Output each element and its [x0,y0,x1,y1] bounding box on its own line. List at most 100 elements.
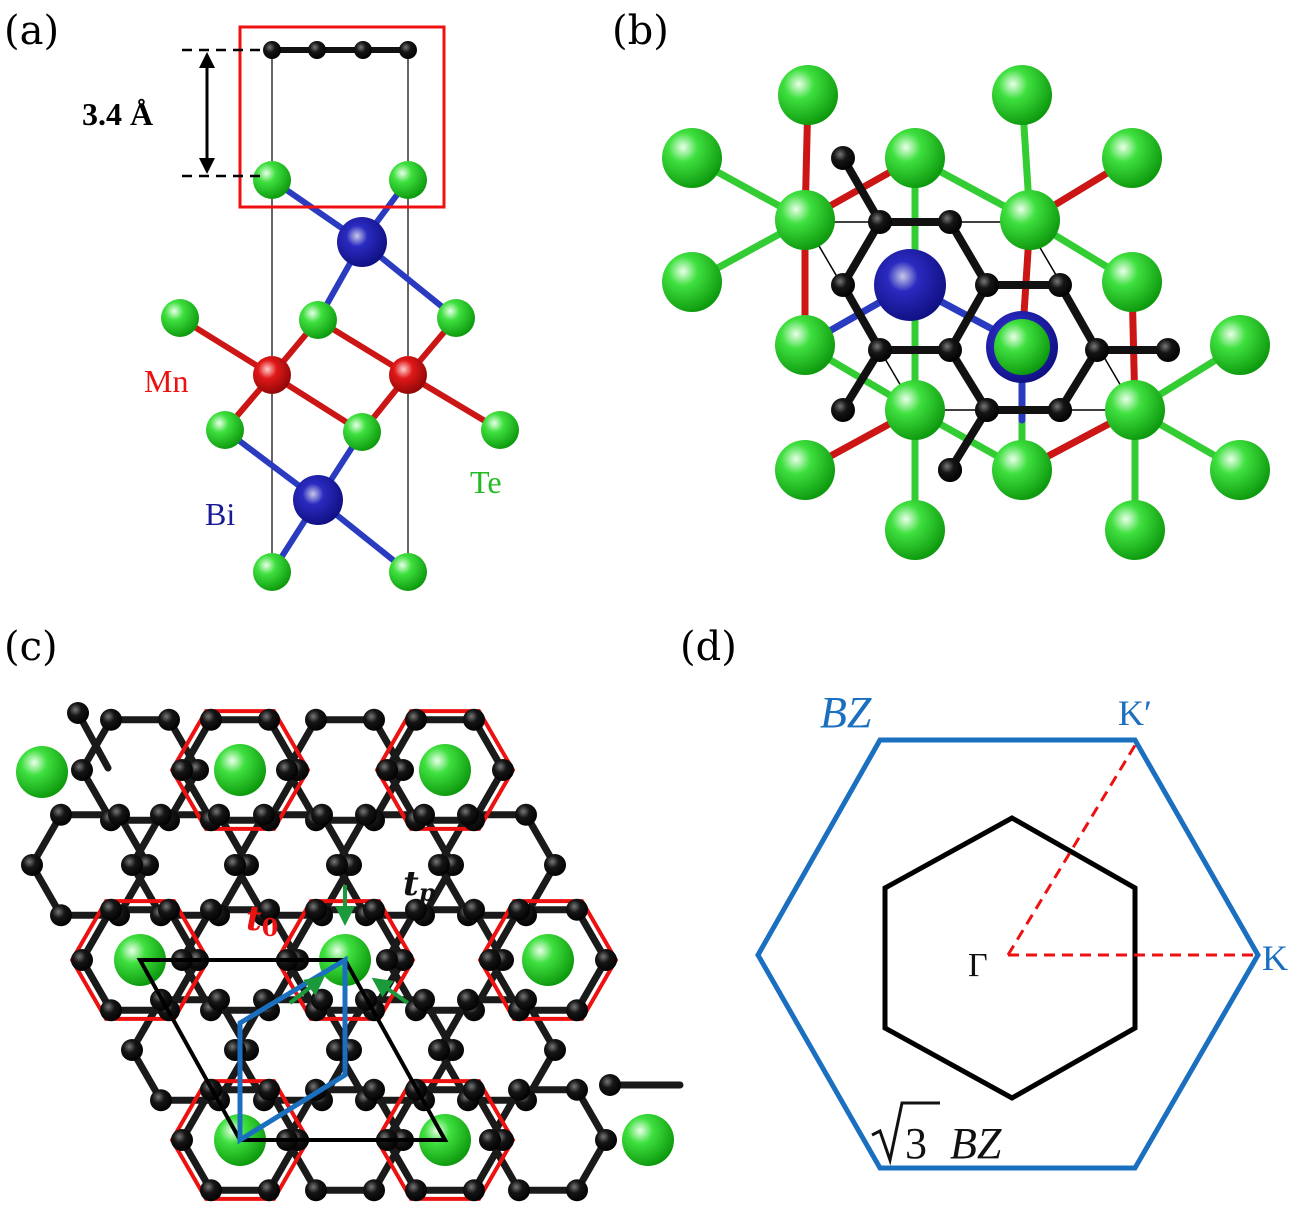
carbon-atom [200,898,222,921]
carbon-atom [258,898,280,921]
carbon-atom [326,854,348,876]
te-atom [622,1114,674,1166]
carbon-atom [121,1039,143,1061]
te-atom [419,744,471,796]
carbon-atom [428,854,450,876]
carbon-atom [566,1179,588,1202]
carbon-atom [392,949,414,971]
panel-b-label: (b) [612,8,669,54]
carbon-atom [305,898,327,921]
panel-b-bi-atom [874,249,946,321]
panel-a-distance-label: 3.4 Å [82,96,153,132]
panel-a-side-view: (a) [4,8,519,591]
carbon-atom [463,1078,485,1101]
carbon-atom [428,1039,450,1061]
panel-a-mn-atom-right [389,356,427,394]
panel-a-bi-atom-bottom [293,475,343,525]
panel-a-mn-atom-left [253,356,291,394]
panel-a-te-atoms [161,161,519,591]
te-atom [522,934,574,986]
panel-b-te-atoms [662,65,1270,560]
carbon-atom [71,949,93,971]
panel-c-hopping-arrow [371,977,410,1005]
carbon-atom [515,803,537,826]
panel-a-label: (a) [4,8,59,54]
carbon-atom [258,708,280,731]
panel-a-bi-label: Bi [205,496,235,532]
panel-c-te-atoms [16,744,674,1166]
panel-c-hopping-arrow [288,975,326,1005]
panel-c-unit-cell [237,955,348,1145]
panel-a-mn-label: Mn [144,363,188,399]
carbon-atom [311,988,333,1011]
panel-c-supercell [136,958,449,1142]
carbon-atom [566,1078,588,1101]
carbon-atom [100,708,122,731]
panel-d-k-label: K [1262,938,1288,978]
carbon-atom [479,949,501,971]
carbon-atom [276,759,298,781]
carbon-atom [457,803,479,826]
carbon-atom [158,708,180,731]
panel-c-t0-label: t0 [246,899,278,942]
carbon-atom [463,898,485,921]
panel-a-bi-atom-top [337,217,387,267]
carbon-atom [566,898,588,921]
panel-d-bz-label: BZ [820,688,872,737]
carbon-atom [457,988,479,1011]
carbon-atom [363,1179,385,1202]
carbon-atom [376,759,398,781]
carbon-atom [599,1074,621,1096]
carbon-atom [258,1078,280,1101]
panel-c-lattice: (c) t0 tp [4,624,684,1202]
carbon-atom [305,708,327,731]
carbon-atom [108,803,130,826]
svg-text:BZ: BZ [950,1119,1002,1168]
panel-a-te-label: Te [470,464,502,500]
carbon-atom [508,898,530,921]
carbon-atom [21,854,43,876]
panel-d-kprime-label: K′ [1118,693,1152,733]
svg-text:3: 3 [905,1119,927,1168]
panel-d-bz-hexagon [755,737,1261,1171]
carbon-atom [150,1089,172,1112]
carbon-atom [67,702,89,724]
te-atom [214,744,266,796]
carbon-atom [544,854,566,876]
carbon-atom [405,1179,427,1202]
carbon-atom [200,1179,222,1202]
carbon-atom [544,1039,566,1061]
carbon-atom [121,854,143,876]
carbon-atom [566,999,588,1022]
carbon-atom [253,803,275,826]
carbon-atom [595,949,617,971]
carbon-atom [224,854,246,876]
carbon-atom [492,759,514,781]
panel-d-sqrt3-bz-hexagon [882,815,1138,1101]
carbon-atom [100,999,122,1022]
carbon-atom [258,1179,280,1202]
carbon-atom [50,904,72,927]
carbon-atom [595,1129,617,1151]
te-atom [16,746,68,798]
carbon-atom [413,803,435,826]
carbon-atom [137,854,159,876]
panel-d-label: (d) [680,624,737,670]
carbon-atom [363,1078,385,1101]
carbon-atom [508,1078,530,1101]
carbon-atom [208,988,230,1011]
carbon-atom [100,898,122,921]
panel-b-top-view: (b) [612,8,1270,560]
carbon-atom [171,759,193,781]
carbon-atom [363,708,385,731]
carbon-atom [405,708,427,731]
carbon-atom [405,898,427,921]
carbon-atom [508,1179,530,1202]
carbon-atom [479,1129,501,1151]
panel-d-gamma-kprime-line [1006,741,1139,956]
carbon-atom [463,1179,485,1202]
panel-d-sqrt3-bz-label: 3 BZ [871,1101,1002,1168]
carbon-atom [305,1179,327,1202]
carbon-atom [171,1129,193,1151]
